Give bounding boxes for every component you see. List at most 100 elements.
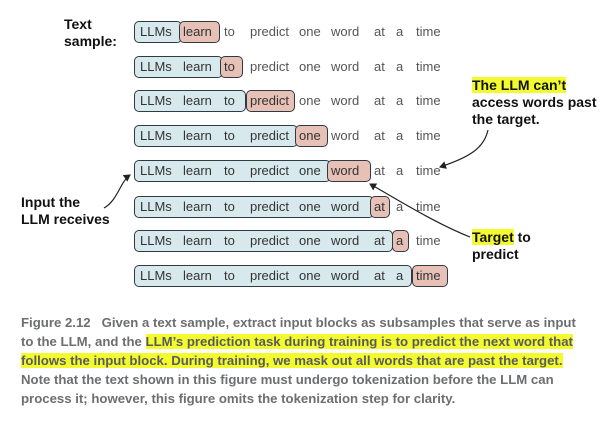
future-word: at <box>374 128 385 143</box>
target-word: time <box>416 268 441 283</box>
callout-target-rest: to <box>513 229 531 245</box>
input-word: to <box>224 163 235 178</box>
input-block-box <box>134 90 246 112</box>
target-word: to <box>224 59 235 74</box>
future-word: time <box>416 128 441 143</box>
future-word: word <box>331 128 360 143</box>
target-word-box <box>220 56 243 78</box>
callout-input: Input the LLM receives <box>21 194 110 228</box>
input-word: one <box>299 163 321 178</box>
future-word: a <box>396 24 404 39</box>
target-word: word <box>331 163 360 178</box>
future-word: at <box>374 163 385 178</box>
input-word: learn <box>183 93 212 108</box>
input-word: learn <box>183 163 212 178</box>
future-word: predict <box>250 24 290 39</box>
input-word: to <box>224 128 235 143</box>
target-word-box <box>392 230 409 252</box>
input-word: LLMs <box>140 268 172 283</box>
future-word: time <box>416 93 441 108</box>
text-sample-label-line1: Text <box>64 16 92 32</box>
input-word: to <box>224 93 235 108</box>
input-word: word <box>331 233 360 248</box>
input-word: to <box>224 233 235 248</box>
callout-target: Target to predict <box>472 229 531 263</box>
arrow-target <box>369 183 471 238</box>
input-word: learn <box>183 199 212 214</box>
future-word: one <box>299 59 321 74</box>
callout-cant-access: The LLM can’t access words past the targ… <box>472 77 597 128</box>
callout-target-line2: predict <box>472 246 519 262</box>
input-word: LLMs <box>140 59 172 74</box>
callout-input-line1: Input the <box>21 194 81 210</box>
input-word: predict <box>250 199 290 214</box>
input-word: learn <box>183 268 212 283</box>
future-word: at <box>374 59 385 74</box>
future-word: at <box>374 93 385 108</box>
future-word: word <box>331 24 360 39</box>
target-word: learn <box>183 24 212 39</box>
arrow-input <box>103 174 131 209</box>
callout-cant-access-line2: access words past <box>472 94 597 110</box>
input-word: LLMs <box>140 163 172 178</box>
future-word: at <box>374 24 385 39</box>
arrows-layer <box>103 129 489 238</box>
target-word-box <box>370 196 390 218</box>
target-word: at <box>374 199 385 214</box>
future-word: time <box>416 24 441 39</box>
input-block-box <box>134 265 412 287</box>
future-word: a <box>396 199 404 214</box>
callout-cant-access-line3: the target. <box>472 111 540 127</box>
input-word: a <box>396 268 404 283</box>
text-sample-label-line2: sample: <box>64 33 117 49</box>
input-word: predict <box>250 128 290 143</box>
future-word: word <box>331 93 360 108</box>
future-word: word <box>331 59 360 74</box>
input-word: predict <box>250 233 290 248</box>
input-word: one <box>299 268 321 283</box>
input-word: LLMs <box>140 24 172 39</box>
input-word: LLMs <box>140 128 172 143</box>
input-word: to <box>224 199 235 214</box>
target-word-box <box>246 90 295 112</box>
arrow-cant-access <box>439 129 489 169</box>
future-word: a <box>396 59 404 74</box>
figure-caption: Figure 2.12 Given a text sample, extract… <box>21 313 591 408</box>
input-word: at <box>374 233 385 248</box>
future-word: time <box>416 199 441 214</box>
input-word: LLMs <box>140 199 172 214</box>
callout-cant-access-line1: The LLM can’t <box>472 77 567 93</box>
input-word: one <box>299 233 321 248</box>
target-word: a <box>396 233 404 248</box>
callout-target-word: Target <box>472 229 514 245</box>
input-word: LLMs <box>140 93 172 108</box>
future-word: a <box>396 93 404 108</box>
input-word: learn <box>183 233 212 248</box>
input-word: word <box>331 268 360 283</box>
input-word: one <box>299 199 321 214</box>
target-word-box <box>179 21 220 43</box>
target-word-box <box>412 265 448 287</box>
input-word: LLMs <box>140 233 172 248</box>
future-word: predict <box>250 59 290 74</box>
caption-text-after: Note that the text shown in this figure … <box>21 372 554 406</box>
input-word: to <box>224 268 235 283</box>
target-word: one <box>299 128 321 143</box>
future-word: one <box>299 24 321 39</box>
text-sample-label: Text sample: <box>64 16 128 50</box>
future-word: time <box>416 233 441 248</box>
callout-input-line2: LLM receives <box>21 211 110 227</box>
caption-figure-label: Figure 2.12 <box>21 315 91 330</box>
caption-text-before: Given a text sample, extract input block… <box>21 315 576 349</box>
future-word: one <box>299 93 321 108</box>
input-word: at <box>374 268 385 283</box>
input-word: learn <box>183 59 212 74</box>
future-word: a <box>396 163 404 178</box>
future-word: time <box>416 163 441 178</box>
future-word: a <box>396 128 404 143</box>
future-word: to <box>224 24 235 39</box>
input-word: word <box>331 199 360 214</box>
input-word: learn <box>183 128 212 143</box>
target-word-box <box>327 160 371 182</box>
